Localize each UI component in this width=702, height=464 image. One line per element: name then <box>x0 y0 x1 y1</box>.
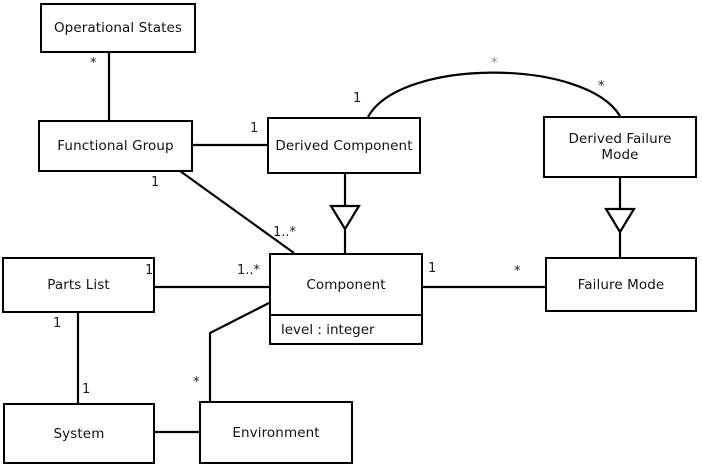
connector-derived-component-derived-failure-mode <box>367 71 621 118</box>
class-name-parts-list: Parts List <box>47 277 110 293</box>
multiplicity-arc-apex: * <box>491 56 498 71</box>
class-box-parts-list[interactable]: Parts List <box>2 257 155 313</box>
class-name-environment: Environment <box>232 424 320 441</box>
class-box-system[interactable]: System <box>3 403 155 464</box>
multiplicity-component-parts-list: 1..* <box>237 263 261 278</box>
connector-component-environment <box>208 302 270 401</box>
class-name-derived-failure-mode: Derived Failure Mode <box>568 131 672 163</box>
class-box-functional-group[interactable]: Functional Group <box>38 120 193 172</box>
multiplicity-failure-mode-component: * <box>514 264 521 279</box>
class-box-environment[interactable]: Environment <box>199 401 353 464</box>
class-name-component: Component <box>306 276 386 293</box>
multiplicity-functional-group-derived-component: 1 <box>250 121 259 136</box>
hollow-triangle-down-icon-component <box>329 204 361 232</box>
class-box-derived-failure-mode[interactable]: Derived Failure Mode <box>543 116 697 178</box>
multiplicity-operational-states: * <box>90 56 97 71</box>
multiplicity-derived-failure-mode-arc: * <box>598 79 605 94</box>
class-box-failure-mode[interactable]: Failure Mode <box>545 257 697 312</box>
class-name-failure-mode: Failure Mode <box>577 276 665 293</box>
multiplicity-component-failure-mode: 1 <box>428 261 437 276</box>
class-name-functional-group: Functional Group <box>57 138 174 154</box>
class-box-derived-component[interactable]: Derived Component <box>267 117 421 174</box>
multiplicity-parts-list-system: 1 <box>53 316 62 331</box>
multiplicity-system-parts-list: 1 <box>82 382 91 397</box>
class-box-operational-states[interactable]: Operational States <box>40 3 196 53</box>
multiplicity-derived-component-arc: 1 <box>353 91 362 106</box>
hollow-triangle-down-icon-failure-mode <box>604 207 636 235</box>
class-name-system: System <box>53 425 105 442</box>
multiplicity-functional-group-component: 1 <box>151 175 160 190</box>
connector-functional-group-component <box>179 170 295 254</box>
multiplicity-parts-list-component: 1 <box>145 263 154 278</box>
class-name-operational-states: Operational States <box>53 20 183 36</box>
multiplicity-environment-component: * <box>193 375 200 390</box>
multiplicity-component-functional-group: 1..* <box>273 225 297 240</box>
class-attribute-component-level: level : integer <box>271 314 421 343</box>
class-name-derived-component: Derived Component <box>275 137 413 154</box>
class-box-component[interactable]: Component level : integer <box>269 253 423 345</box>
